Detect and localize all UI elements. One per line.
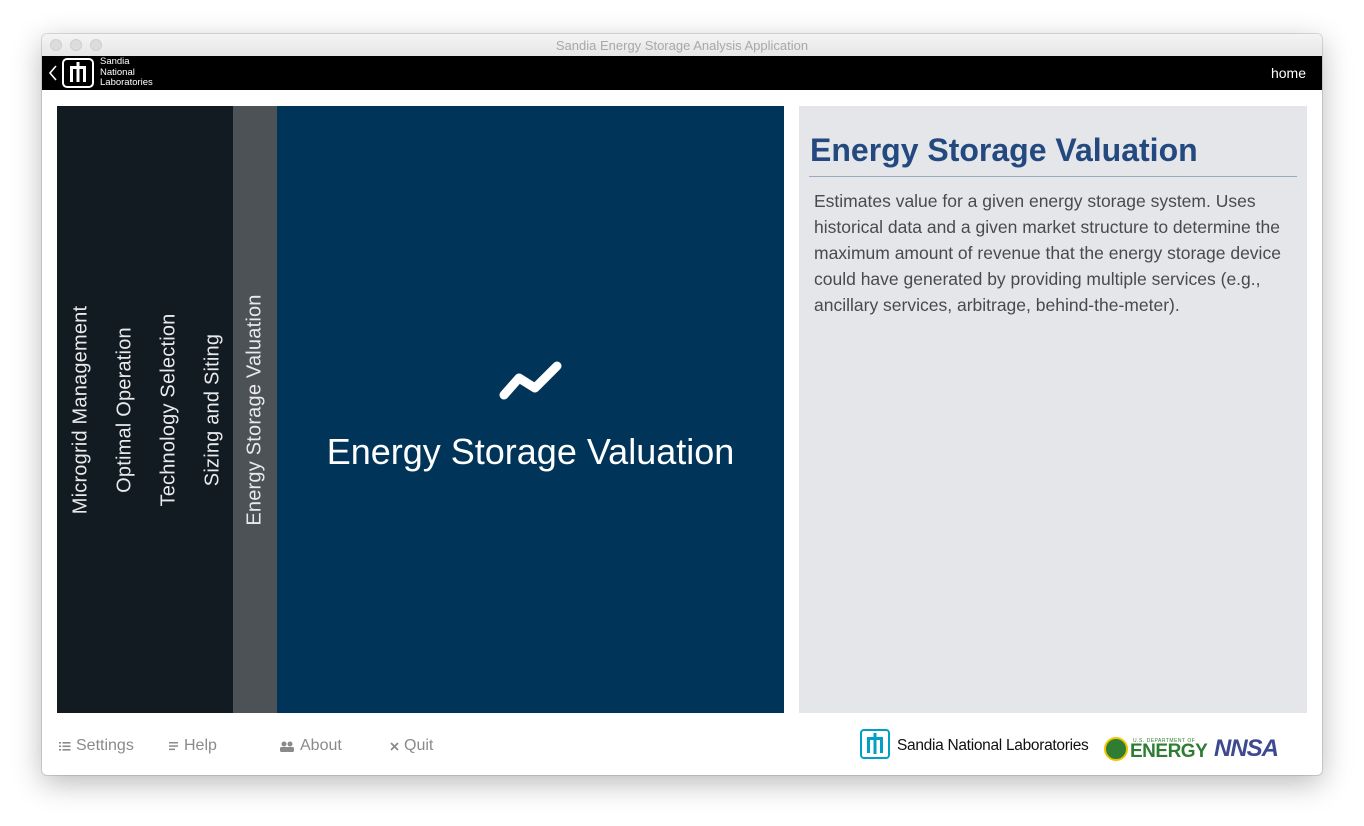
- text-lines-icon: [169, 742, 178, 751]
- title-divider: [809, 176, 1297, 177]
- line-chart-icon: [499, 361, 562, 400]
- info-title: Energy Storage Valuation: [810, 132, 1198, 168]
- app-header: Sandia National Laboratories home: [42, 56, 1322, 90]
- thunderbird-icon: [867, 733, 883, 754]
- zoom-window-button[interactable]: [90, 39, 102, 51]
- thunderbird-icon: [70, 62, 86, 82]
- users-icon: [280, 741, 294, 752]
- tile-energy-storage-valuation[interactable]: Energy Storage Valuation: [233, 106, 277, 713]
- help-label: Help: [184, 737, 217, 754]
- tile-microgrid-management[interactable]: Microgrid Management: [69, 305, 92, 515]
- list-icon: [59, 742, 71, 751]
- logo-line-2: National: [100, 66, 135, 78]
- window-title: Sandia Energy Storage Analysis Applicati…: [555, 38, 809, 53]
- doe-small-text: U.S. DEPARTMENT OF: [1133, 738, 1196, 744]
- tile-optimal-operation[interactable]: Optimal Operation: [113, 327, 136, 493]
- snl-logo-text: Sandia National Laboratories: [897, 737, 1089, 754]
- help-button[interactable]: Help: [169, 737, 217, 755]
- info-panel: Energy Storage Valuation Estimates value…: [799, 106, 1307, 713]
- close-icon: [390, 741, 399, 751]
- about-button[interactable]: About: [279, 737, 342, 755]
- app-window: Sandia Energy Storage Analysis Applicati…: [42, 34, 1322, 775]
- sandia-logo: [62, 58, 94, 88]
- minimize-window-button[interactable]: [70, 39, 82, 51]
- nnsa-logo: NNSA: [1214, 735, 1279, 762]
- tile-technology-selection[interactable]: Technology Selection: [157, 313, 180, 507]
- selected-tile-panel[interactable]: Energy Storage Valuation: [277, 106, 784, 713]
- doe-logo-text: ENERGY: [1130, 741, 1208, 762]
- title-bar: Sandia Energy Storage Analysis Applicati…: [42, 34, 1322, 57]
- close-window-button[interactable]: [50, 39, 62, 51]
- back-chevron-icon[interactable]: [46, 63, 60, 83]
- about-label: About: [300, 737, 342, 754]
- doe-seal-icon: [1104, 737, 1128, 761]
- logo-line-3: Laboratories: [100, 77, 153, 88]
- tile-label-energy-storage-valuation: Energy Storage Valuation: [243, 294, 266, 526]
- home-link[interactable]: home: [1270, 65, 1306, 81]
- nav-tiles-panel: Microgrid Management Optimal Operation T…: [57, 106, 233, 713]
- quit-button[interactable]: Quit: [390, 737, 433, 755]
- tile-sizing-and-siting[interactable]: Sizing and Siting: [201, 333, 224, 487]
- logo-line-1: Sandia: [100, 56, 130, 67]
- info-description: Estimates value for a given energy stora…: [814, 191, 1281, 315]
- settings-button[interactable]: Settings: [59, 737, 134, 755]
- quit-label: Quit: [404, 737, 434, 754]
- snl-thunderbird-logo: [860, 729, 890, 759]
- selected-tile-title: Energy Storage Valuation: [326, 431, 735, 472]
- settings-label: Settings: [76, 737, 134, 754]
- logo-text: Sandia National Laboratories: [100, 56, 153, 89]
